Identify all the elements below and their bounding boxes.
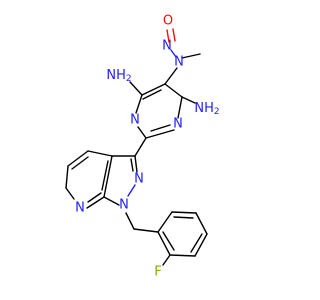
c5-c4-double	[142, 89, 162, 100]
ph6-f-bond	[162, 254, 171, 266]
pyrimidine-n-left-label: N	[130, 113, 140, 128]
pyrimidine-n-right-label: N	[173, 117, 183, 132]
ph5-ph6	[169, 254, 196, 257]
n7-c7a-bond	[86, 196, 105, 209]
n3-c2-bond	[137, 126, 147, 139]
c6-nh2-bond	[181, 96, 196, 104]
ph2-ph3	[171, 211, 197, 214]
c2-c3-bond	[134, 137, 147, 157]
c3a-c7a-double	[101, 160, 109, 191]
pyrazole-n-upper-label: N	[134, 172, 144, 187]
c6-n1-bond	[177, 96, 183, 119]
molecule-diagram: O N N NH2 NH2 N N N N N F	[65, 14, 220, 280]
amine-right-label: NH2	[194, 101, 219, 118]
no-double-bond-b	[172, 28, 176, 42]
c4-c5-double	[71, 156, 89, 170]
n1-c7a-bond	[103, 196, 120, 206]
n1-ch2-bond	[125, 212, 135, 230]
structure-svg: O N N NH2 NH2 N N N N N F	[65, 14, 220, 280]
c3-n2-bond	[134, 155, 138, 173]
c7a-c3a-bond	[103, 155, 113, 198]
c5-c4-bond	[141, 83, 166, 96]
n-c5-bond	[164, 67, 178, 85]
ph3-ph4	[195, 212, 208, 235]
fluorine-label: F	[154, 265, 161, 280]
c4-n3-bond	[135, 94, 143, 114]
amine-left-label: NH2	[106, 68, 131, 85]
ph2-ph3-double	[173, 216, 194, 219]
c5-c6-bond	[65, 165, 69, 189]
n-methyl-bond	[181, 53, 201, 59]
c4-c5-bond	[67, 150, 89, 167]
nitroso-oxygen-label: O	[163, 14, 173, 29]
pyridine-n-label: N	[75, 201, 85, 216]
n1-c2-double	[150, 124, 171, 132]
n2-n1-bond	[127, 184, 136, 197]
ph1-ph2	[157, 211, 173, 233]
c4-nh2-bond	[129, 81, 143, 96]
nitroso-nitrogen-label: N	[162, 39, 172, 54]
c6-n7-bond	[65, 187, 75, 200]
ph4-ph5-double	[190, 233, 203, 253]
amine-nitrogen-label: N	[174, 55, 184, 70]
pyrazole-n-lower-label: N	[119, 198, 129, 213]
c5-c6-bond	[164, 83, 183, 98]
nn-bond	[170, 49, 177, 58]
no-double-bond-a	[166, 29, 170, 43]
ph6-ph1	[157, 231, 171, 256]
ch2-ph-bond	[133, 228, 159, 233]
c3a-c4-bond	[87, 150, 113, 157]
ph4-ph5	[194, 233, 208, 257]
n1-c2-bond	[145, 129, 175, 139]
c3-n2-double	[130, 158, 134, 172]
n7-c7a-double	[87, 192, 102, 203]
ph6-ph1-double	[162, 231, 175, 251]
